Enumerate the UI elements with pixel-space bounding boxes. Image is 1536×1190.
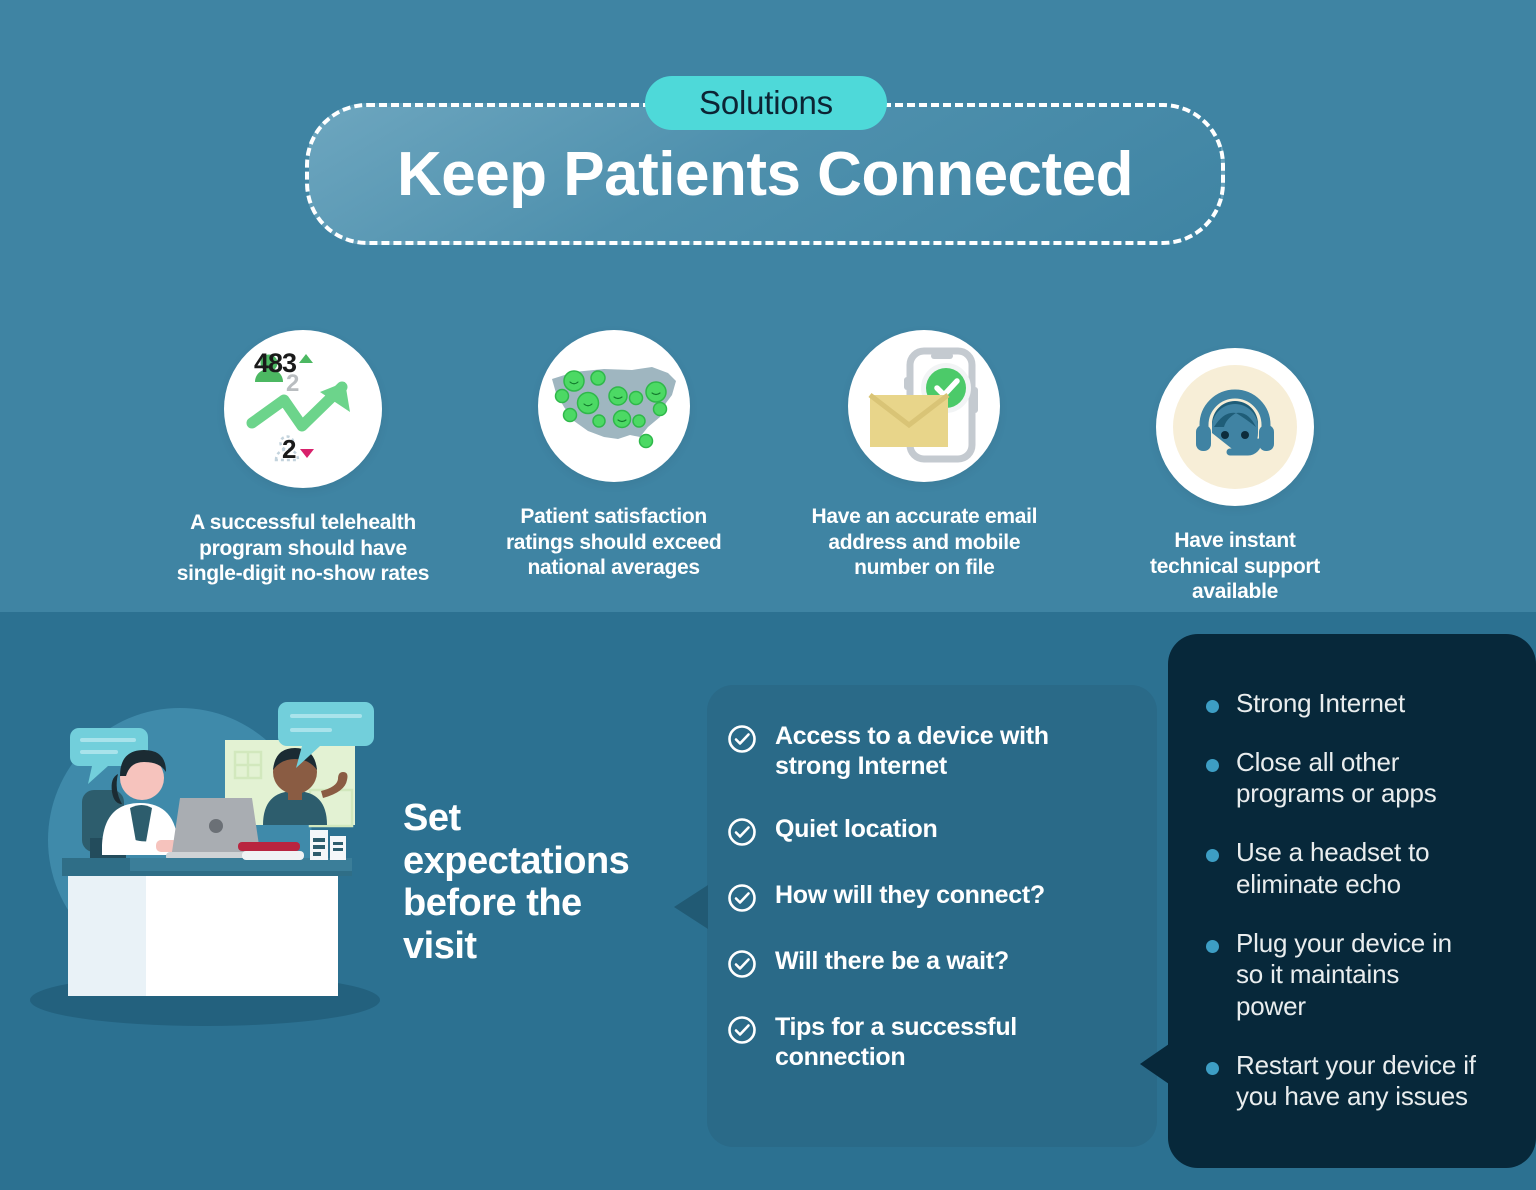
- feature-caption: Patient satisfaction ratings should exce…: [505, 505, 722, 580]
- section-heading: Set expectations before the visit: [403, 797, 630, 967]
- bullet-icon: [1206, 1061, 1219, 1075]
- checklist-item-label: Access to a device with strong Internet: [775, 722, 1049, 780]
- headset-support-icon: [1155, 348, 1314, 506]
- tip-item: Strong Internet: [1206, 688, 1508, 720]
- telehealth-consultation-illustration: [20, 690, 390, 1050]
- tip-label: Close all other programs or apps: [1236, 746, 1437, 809]
- check-circle-icon: [727, 883, 757, 913]
- tip-item: Close all other programs or apps: [1206, 747, 1508, 810]
- feature-item-patient-satisfaction: Patient satisfaction ratings should exce…: [469, 330, 759, 605]
- tip-label: Strong Internet: [1236, 688, 1405, 718]
- checklist-item[interactable]: Tips for a successful connection: [727, 1012, 1141, 1072]
- feature-caption: Have instant technical support available: [1150, 529, 1320, 604]
- tip-label: Restart your device if you have any issu…: [1236, 1049, 1476, 1112]
- page-title: Keep Patients Connected: [396, 139, 1134, 209]
- bullet-icon: [1206, 939, 1219, 953]
- analytics-secondary-value: 2: [286, 370, 300, 397]
- analytics-tertiary-value: 2: [282, 434, 297, 464]
- checklist-item[interactable]: Quiet location: [727, 814, 1141, 847]
- check-circle-icon: [727, 817, 757, 847]
- check-circle-icon: [727, 1015, 757, 1045]
- check-circle-icon: [727, 949, 757, 979]
- tip-item: Restart your device if you have any issu…: [1206, 1050, 1508, 1113]
- checklist: Access to a device with strong Internet …: [727, 721, 1141, 1072]
- tip-label: Plug your device in so it maintains powe…: [1236, 927, 1452, 1022]
- bullet-icon: [1206, 849, 1219, 863]
- trend-up-icon: [299, 354, 314, 363]
- feature-item-contact-on-file: Have an accurate email address and mobil…: [779, 330, 1069, 605]
- checklist-item[interactable]: Access to a device with strong Internet: [727, 721, 1141, 781]
- checklist-item[interactable]: Will there be a wait?: [727, 946, 1141, 979]
- feature-caption: A successful telehealth program should h…: [176, 511, 430, 586]
- solutions-badge-label: Solutions: [699, 84, 833, 121]
- checklist-item-label: Tips for a successful connection: [775, 1013, 1017, 1071]
- tip-label: Use a headset to eliminate echo: [1236, 837, 1430, 899]
- checklist-item-label: How will they connect?: [775, 881, 1045, 909]
- bullet-icon: [1206, 700, 1219, 713]
- checklist-item[interactable]: How will they connect?: [727, 880, 1141, 913]
- checklist-panel: Access to a device with strong Internet …: [674, 685, 1157, 1147]
- tip-item: Use a headset to eliminate echo: [1206, 837, 1508, 900]
- checklist-item-label: Quiet location: [775, 815, 938, 843]
- analytics-primary-value: 483: [254, 348, 297, 378]
- email-mobile-verified-icon: [848, 330, 1001, 482]
- checklist-item-label: Will there be a wait?: [775, 947, 1009, 975]
- us-map-satisfaction-icon: [537, 330, 690, 482]
- analytics-tertiary-stat: 2: [276, 434, 315, 465]
- check-circle-icon: [727, 724, 757, 754]
- top-section: Keep Patients Connected Solutions: [0, 0, 1536, 612]
- tips-panel: Strong Internet Close all other programs…: [1140, 634, 1536, 1168]
- bottom-section: Set expectations before the visit Access…: [0, 612, 1536, 1190]
- solutions-badge: Solutions: [645, 76, 887, 130]
- analytics-primary-stat: 483: [254, 348, 314, 379]
- feature-item-technical-support: Have instant technical support available: [1090, 348, 1380, 605]
- tip-item: Plug your device in so it maintains powe…: [1206, 928, 1508, 1023]
- feature-item-no-show-rates: 483 2 2 A successful telehealth program …: [158, 330, 448, 605]
- analytics-chart-icon: 483 2 2: [224, 330, 382, 488]
- feature-caption: Have an accurate email address and mobil…: [811, 505, 1038, 580]
- trend-down-icon: [300, 449, 315, 458]
- feature-list: 483 2 2 A successful telehealth program …: [160, 330, 1380, 605]
- bullet-icon: [1206, 758, 1219, 772]
